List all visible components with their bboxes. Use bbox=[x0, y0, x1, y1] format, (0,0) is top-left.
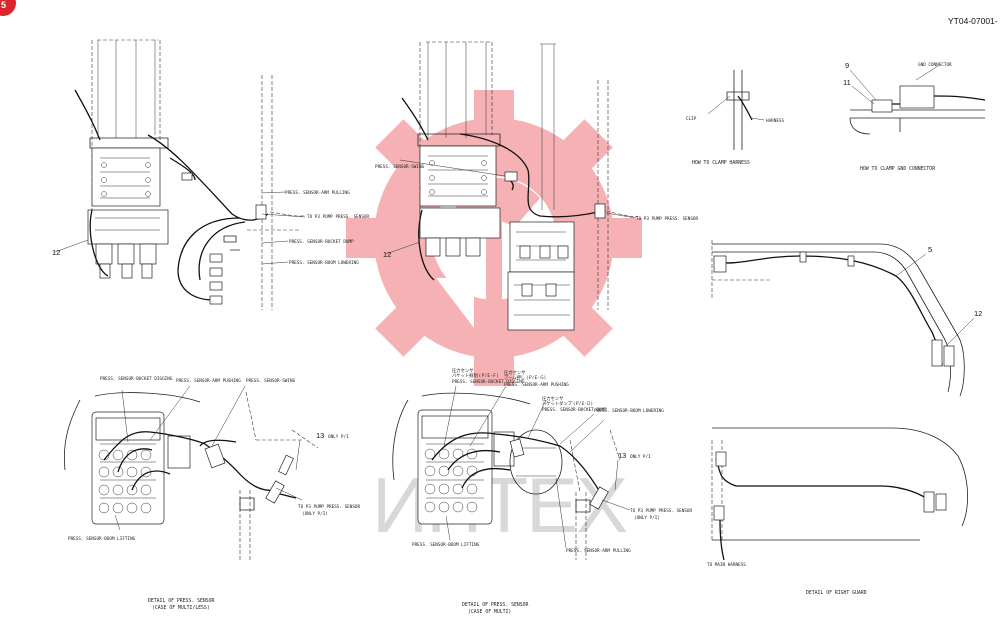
multi-jp1: 圧力センサ bbox=[452, 367, 473, 374]
clamp-harness: CLIP HARNESS HOW TO CLAMP HARNESS bbox=[686, 70, 785, 166]
gnd-callout-9: 9 bbox=[845, 61, 849, 70]
detail-mult-less: PRESS. SENSOR-BUCKET DIGGING PRESS. SENS… bbox=[63, 376, 360, 611]
multi-label-p3-pump: TO P3 PUMP PRESS. SENSOR bbox=[630, 508, 692, 514]
mless-label-p3-pump: TO P3 PUMP PRESS. SENSOR bbox=[298, 504, 360, 510]
center-label-p3-pump: TO P3 PUMP PRESS. SENSOR bbox=[636, 216, 698, 222]
clamp-harness-label: HARNESS bbox=[766, 118, 785, 124]
multi-jp6: バケットダンプ (Ｐ/Ｅ-Ｄ) bbox=[542, 400, 593, 407]
view-left: 12 PRESS. SENSOR-ARM PULLING TO P3 PUMP … bbox=[52, 39, 369, 310]
mless-label-swing: PRESS. SENSOR-SWING bbox=[246, 378, 296, 384]
guard-to-main-harness: TO MAIN HARNESS bbox=[707, 562, 746, 568]
multi-label-arm-pulling: PRESS. SENSOR-ARM PULLING bbox=[566, 548, 631, 554]
clamp-harness-caption: HOW TO CLAMP HARNESS bbox=[692, 160, 750, 166]
guard-caption: DETAIL OF RIGHT GUARD bbox=[806, 590, 867, 596]
view-center: 12 PRESS. SENSOR-SWING TO P3 PUMP PRESS.… bbox=[375, 41, 698, 331]
multi-label-boom-lifting: PRESS. SENSOR-BOOM LIFTING bbox=[412, 542, 480, 548]
mless-caption-line1: DETAIL OF PRESS. SENSOR bbox=[148, 598, 215, 604]
corner-badge: 5 bbox=[0, 0, 16, 16]
detail-multi: 圧力センサ バケット掘削 (Ｐ/Ｅ-Ｆ) PRESS. SENSOR-BUCKE… bbox=[392, 367, 692, 615]
clamp-clip-label: CLIP bbox=[686, 116, 697, 122]
multi-label-bucket-digging: PRESS. SENSOR-BUCKET DIGGING bbox=[452, 379, 525, 385]
mless-caption-line2: (CASE OF MULTI/LESS) bbox=[152, 605, 210, 611]
left-label-bucket-dump: PRESS. SENSOR-BUCKET DUMP bbox=[289, 239, 354, 245]
multi-jp2: バケット掘削 (Ｐ/Ｅ-Ｆ) bbox=[452, 372, 499, 379]
multi-jp5: 圧力センサ bbox=[542, 395, 563, 402]
left-label-arm-pulling: PRESS. SENSOR-ARM PULLING bbox=[285, 190, 350, 196]
clamp-gnd: 9 11 GND CONNECTOR HOW TO CLAMP GND CONN… bbox=[843, 61, 986, 172]
mless-callout-13: 13 bbox=[316, 431, 324, 440]
multi-label-bucket-dump: PRESS. SENSOR-BUCKET DUMP bbox=[542, 407, 607, 413]
right-guard: 5 12 TO MAIN HARNESS DETAIL OF RIGHT GUA… bbox=[707, 240, 982, 596]
left-label-boom-lowering: PRESS. SENSOR-BOOM LOWERING bbox=[289, 260, 359, 266]
multi-jp4: アーム押し (Ｐ/Ｅ-Ｇ) bbox=[504, 374, 546, 381]
multi-jp3: 圧力センサ bbox=[504, 369, 525, 376]
gnd-caption: HOW TO CLAMP GND CONNECTOR bbox=[860, 166, 935, 172]
center-callout-12: 12 bbox=[383, 250, 391, 259]
corner-badge-text: 5 bbox=[1, 0, 6, 10]
left-callout-12: 12 bbox=[52, 248, 60, 257]
mless-label-boom-lifting: PRESS. SENSOR-BOOM LIFTING bbox=[68, 536, 136, 542]
multi-caption-line1: DETAIL OF PRESS. SENSOR bbox=[462, 602, 529, 608]
valve-ports bbox=[98, 449, 152, 514]
multi-only-note: ONLY P/I bbox=[630, 454, 651, 460]
multi-caption-line2: (CASE OF MULTI) bbox=[468, 609, 511, 615]
multi-label-boom-lowering: PRESS. SENSOR-BOOM LOWERING bbox=[594, 408, 664, 414]
guard-callout-12: 12 bbox=[974, 309, 982, 318]
doc-code: YT04-07001- bbox=[948, 16, 998, 26]
gnd-connector-label: GND CONNECTOR bbox=[918, 62, 952, 68]
mless-label-arm-pushing: PRESS. SENSOR-ARM PUSHING bbox=[176, 378, 241, 384]
multi-label-arm-pushing: PRESS. SENSOR-ARM PUSHING bbox=[504, 382, 569, 388]
guard-callout-5: 5 bbox=[928, 245, 932, 254]
mless-only-note: ONLY P/I bbox=[328, 434, 349, 440]
mless-label-bucket-digging: PRESS. SENSOR-BUCKET DIGGING bbox=[100, 376, 173, 382]
center-label-swing: PRESS. SENSOR-SWING bbox=[375, 164, 425, 170]
mless-label-p3-note: (ONLY P/I) bbox=[302, 511, 328, 517]
gnd-callout-11: 11 bbox=[843, 78, 851, 87]
multi-callout-13: 13 bbox=[618, 451, 626, 460]
multi-label-p3-note: (ONLY P/I) bbox=[634, 515, 660, 521]
left-label-p3-pump: TO P3 PUMP PRESS. SENSOR bbox=[307, 214, 369, 220]
